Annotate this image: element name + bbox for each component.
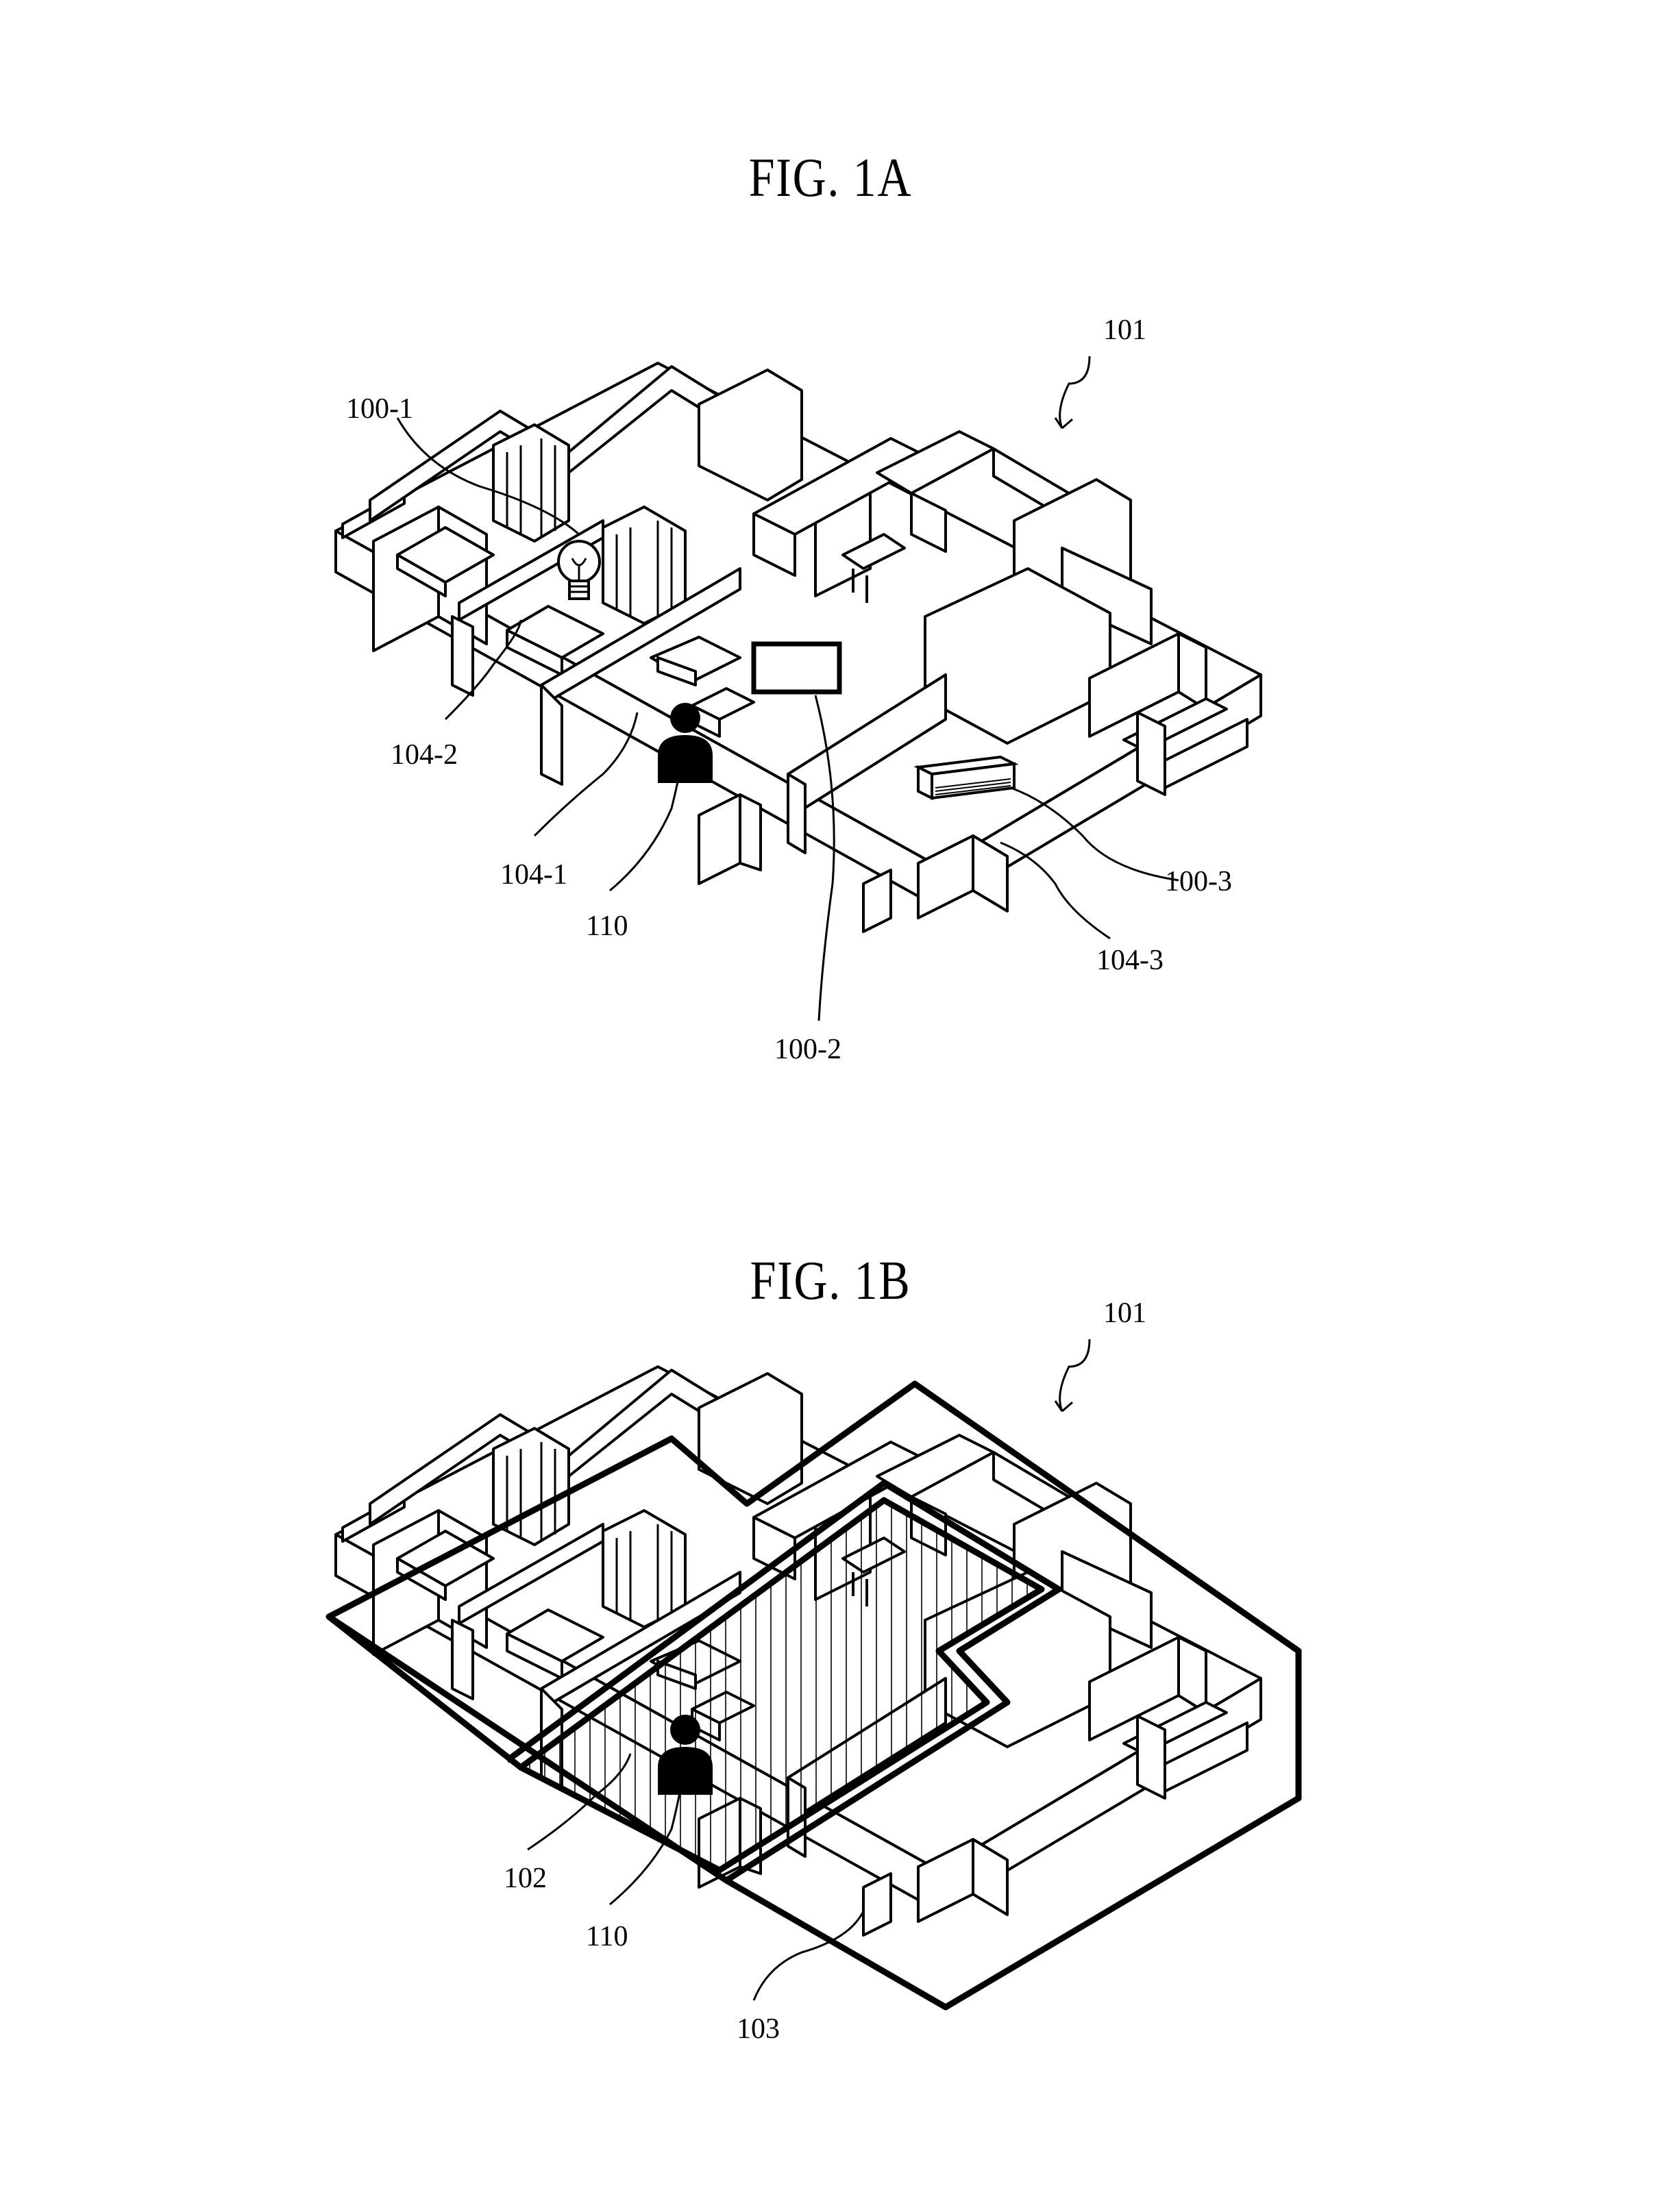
label-area-a: 104-1	[500, 859, 567, 891]
label-region-102: 102	[504, 1863, 547, 1894]
figure-1a-drawing: 101 100-1 104-2 104-1 110 100-2 100-3 10…	[336, 314, 1261, 1065]
label-floor-plan-1a: 101	[1103, 314, 1146, 346]
label-region-103: 103	[737, 2013, 780, 2045]
label-bulb-device: 100-1	[346, 393, 413, 425]
label-user-1a: 110	[586, 910, 628, 942]
label-user-1b: 110	[586, 1921, 628, 1952]
label-tv-device: 100-2	[774, 1034, 841, 1065]
display-icon	[754, 644, 839, 692]
label-area-b: 104-2	[391, 739, 458, 771]
label-ac-device: 100-3	[1165, 866, 1232, 897]
label-area-c: 104-3	[1096, 945, 1164, 976]
label-floor-plan-1b: 101	[1103, 1297, 1146, 1329]
figure-1b-drawing: 101 102 110 103	[329, 1297, 1299, 2045]
